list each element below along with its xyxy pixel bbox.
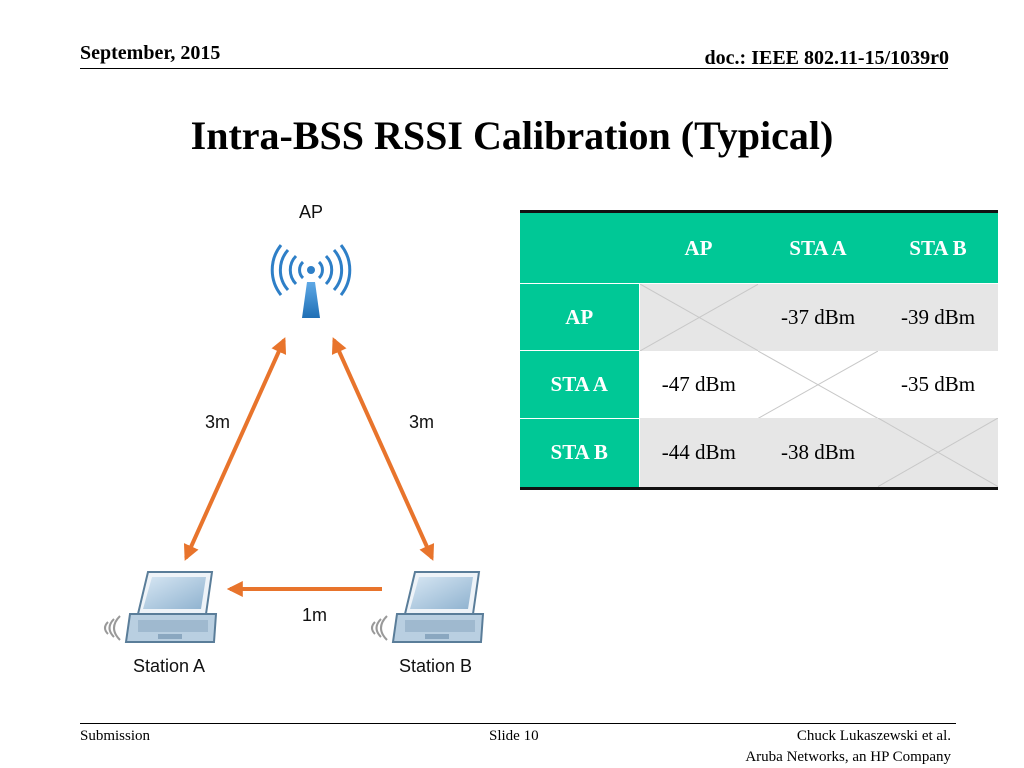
rssi-table: AP STA A STA B AP -37 dBm -39 dBm STA A … xyxy=(520,210,998,490)
empty-diagonal-cell xyxy=(639,283,758,351)
table-cell: -35 dBm xyxy=(878,350,998,419)
table-row: STA A -47 dBm -35 dBm xyxy=(520,350,998,419)
footer-company: Aruba Networks, an HP Company xyxy=(745,749,951,765)
arrow-ap-station-a xyxy=(183,337,287,561)
table-header-row: AP STA A STA B xyxy=(520,211,998,284)
row-header: AP xyxy=(520,283,640,352)
station-b-label: Station B xyxy=(399,656,473,676)
table-cell: -37 dBm xyxy=(758,283,878,351)
header-divider xyxy=(80,68,948,69)
table-row: STA B -44 dBm -38 dBm xyxy=(520,418,998,489)
table-header-cell: STA B xyxy=(878,211,998,284)
table-header-cell xyxy=(520,211,639,284)
table-cell: -39 dBm xyxy=(878,283,998,351)
table-cell: -44 dBm xyxy=(639,418,758,489)
footer-author: Chuck Lukaszewski et al. xyxy=(796,728,951,744)
table-header-cell: STA A xyxy=(758,211,878,284)
slide-title: Intra-BSS RSSI Calibration (Typical) xyxy=(190,113,834,158)
table-header-cell: AP xyxy=(639,211,758,284)
footer-slide-number: Slide 10 xyxy=(489,728,539,744)
footer-submission: Submission xyxy=(80,728,151,744)
left-distance-label: 3m xyxy=(205,412,231,432)
header-date: September, 2015 xyxy=(80,42,221,64)
empty-diagonal-cell xyxy=(758,350,878,419)
laptop-icon xyxy=(104,571,218,643)
ap-label: AP xyxy=(299,202,324,222)
footer-divider xyxy=(80,723,956,724)
station-a-label: Station A xyxy=(133,656,206,676)
table-cell: -47 dBm xyxy=(639,350,758,419)
bottom-distance-label: 1m xyxy=(302,605,328,625)
header-doc-id: doc.: IEEE 802.11-15/1039r0 xyxy=(704,47,949,69)
row-header: STA A xyxy=(520,350,640,419)
right-distance-label: 3m xyxy=(409,412,435,432)
empty-diagonal-cell xyxy=(878,418,998,489)
wifi-access-point-icon xyxy=(270,244,352,318)
table-row: AP -37 dBm -39 dBm xyxy=(520,283,998,352)
row-header: STA B xyxy=(520,418,640,489)
table-cell: -38 dBm xyxy=(758,418,878,489)
arrow-ap-station-b xyxy=(331,337,435,561)
laptop-icon xyxy=(371,571,485,643)
